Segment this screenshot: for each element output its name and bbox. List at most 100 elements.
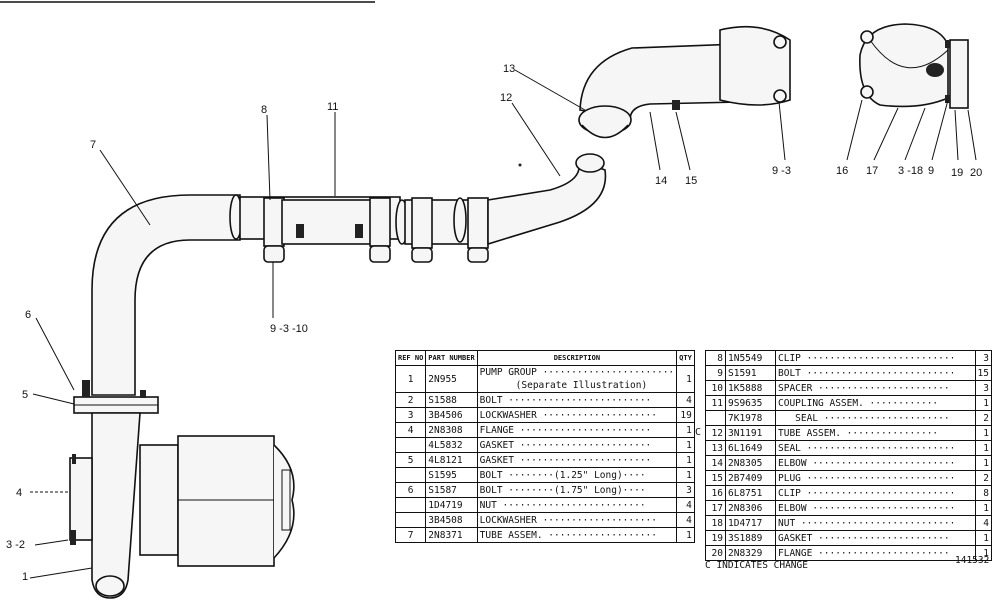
ref-cell: 19 <box>705 530 726 546</box>
ref-cell <box>394 467 427 483</box>
desc-cell: TUBE ASSEM. ················ <box>775 425 976 441</box>
part-cell: 3S1889 <box>725 530 776 546</box>
drawing-number: 141532 <box>955 555 990 566</box>
desc-note: (1.25" Long) <box>554 469 623 481</box>
desc-text: GASKET <box>479 454 514 466</box>
table-row: 1D4719 NUT ························· 4 <box>394 497 695 513</box>
desc-cell: BOLT ········(1.25" Long)···· <box>476 467 678 483</box>
qty-cell: 1 <box>676 527 695 543</box>
ref-cell: 2 <box>394 392 427 408</box>
callout-15: 15 <box>685 175 697 187</box>
desc-text: TUBE ASSEM. <box>479 529 543 541</box>
part-cell: 4L5832 <box>425 437 478 453</box>
desc-text: LOCKWASHER <box>479 514 537 526</box>
ref-cell: 10 <box>705 380 726 396</box>
ref-cell <box>394 437 427 453</box>
desc-text: NUT <box>479 499 497 511</box>
desc-cell: PLUG ·························· <box>775 470 976 486</box>
table-row: 4 2N8308 FLANGE ······················· … <box>394 422 695 438</box>
desc-cell: ELBOW ························· <box>775 500 976 516</box>
ref-cell: 7 <box>394 527 427 543</box>
qty-cell: 1 <box>676 452 695 468</box>
qty-cell: 1 <box>676 422 695 438</box>
part-cell: 2N8371 <box>425 527 478 543</box>
ref-cell: 1 <box>394 365 427 393</box>
desc-text: GASKET <box>778 532 813 544</box>
desc-note: (Separate Illustration) <box>515 380 648 391</box>
ref-cell: 11 <box>705 395 726 411</box>
tube-assembly-12 <box>487 153 607 246</box>
part-cell: S1587 <box>425 482 478 498</box>
table-row: 3B4508 LOCKWASHER ···················· 4 <box>394 512 695 528</box>
callout-20: 20 <box>970 167 982 179</box>
part-cell: S1588 <box>425 392 478 408</box>
ref-cell: 12 <box>705 425 726 441</box>
ref-cell: 17 <box>705 500 726 516</box>
header-ref: REF NO <box>394 350 427 366</box>
desc-cell: SEAL ·························· <box>775 440 976 456</box>
callout-16: 16 <box>836 165 848 177</box>
desc-cell: ELBOW ························· <box>775 455 976 471</box>
qty-cell: 1 <box>974 395 993 411</box>
desc-text: BOLT <box>479 469 503 481</box>
desc-cell: COUPLING ASSEM. ············ <box>775 395 976 411</box>
part-cell: S1591 <box>725 365 776 381</box>
qty-cell: 1 <box>974 545 993 561</box>
desc-cell: GASKET ······················· <box>775 530 976 546</box>
ref-cell: 14 <box>705 455 726 471</box>
desc-text: GASKET <box>479 439 514 451</box>
parts-table-left: REF NO PART NUMBER DESCRIPTION QTY 1 2N9… <box>394 350 695 543</box>
callout-5: 5 <box>22 389 28 401</box>
desc-text: TUBE ASSEM. <box>778 427 841 439</box>
qty-cell: 1 <box>974 425 993 441</box>
desc-text: PLUG <box>778 472 801 484</box>
desc-cell: BOLT ·························· <box>775 365 976 381</box>
qty-cell: 4 <box>974 515 993 531</box>
desc-cell: PUMP GROUP ·······················(Separ… <box>476 365 678 393</box>
ref-cell <box>394 497 427 513</box>
desc-text: BOLT <box>778 367 801 379</box>
qty-cell: 1 <box>676 467 695 483</box>
desc-cell: BOLT ········(1.75" Long)···· <box>476 482 678 498</box>
qty-cell: 3 <box>676 482 695 498</box>
ref-cell <box>394 512 427 528</box>
desc-cell: LOCKWASHER ···················· <box>476 407 678 423</box>
qty-cell: 1 <box>974 530 993 546</box>
desc-text: LOCKWASHER <box>479 409 537 421</box>
table-row: 1 2N955 PUMP GROUP ·····················… <box>394 365 695 393</box>
table-row: 7 2N8371 TUBE ASSEM. ···················… <box>394 527 695 543</box>
callout-4: 4 <box>16 487 22 499</box>
change-marker: C <box>695 427 702 438</box>
desc-cell: CLIP ·························· <box>775 485 976 501</box>
part-cell: 1N5549 <box>725 350 776 366</box>
part-cell: 9S9635 <box>725 395 776 411</box>
qty-cell: 1 <box>676 365 695 393</box>
callout-9-3-10: 9 -3 -10 <box>270 323 308 335</box>
callout-17: 17 <box>866 165 878 177</box>
desc-cell: GASKET ······················· <box>476 437 678 453</box>
coupling-assembly-11 <box>229 194 401 263</box>
ref-cell: 9 <box>705 365 726 381</box>
callout-3-18: 3 -18 <box>898 165 923 177</box>
part-cell: 6L8751 <box>725 485 776 501</box>
part-cell: 1K5888 <box>725 380 776 396</box>
part-cell: 3N1191 <box>725 425 776 441</box>
part-cell: 2N955 <box>425 365 478 393</box>
qty-cell: 1 <box>974 440 993 456</box>
qty-cell: 2 <box>974 410 993 426</box>
leader-lines <box>29 69 977 579</box>
table-row: 7K1978 SEAL ······················2 <box>705 410 993 426</box>
desc-text: SPACER <box>778 382 813 394</box>
part-cell: 2N8329 <box>725 545 776 561</box>
table-row: 6 S1587 BOLT ········(1.75" Long)···· 3 <box>394 482 695 498</box>
qty-cell: 4 <box>676 512 695 528</box>
